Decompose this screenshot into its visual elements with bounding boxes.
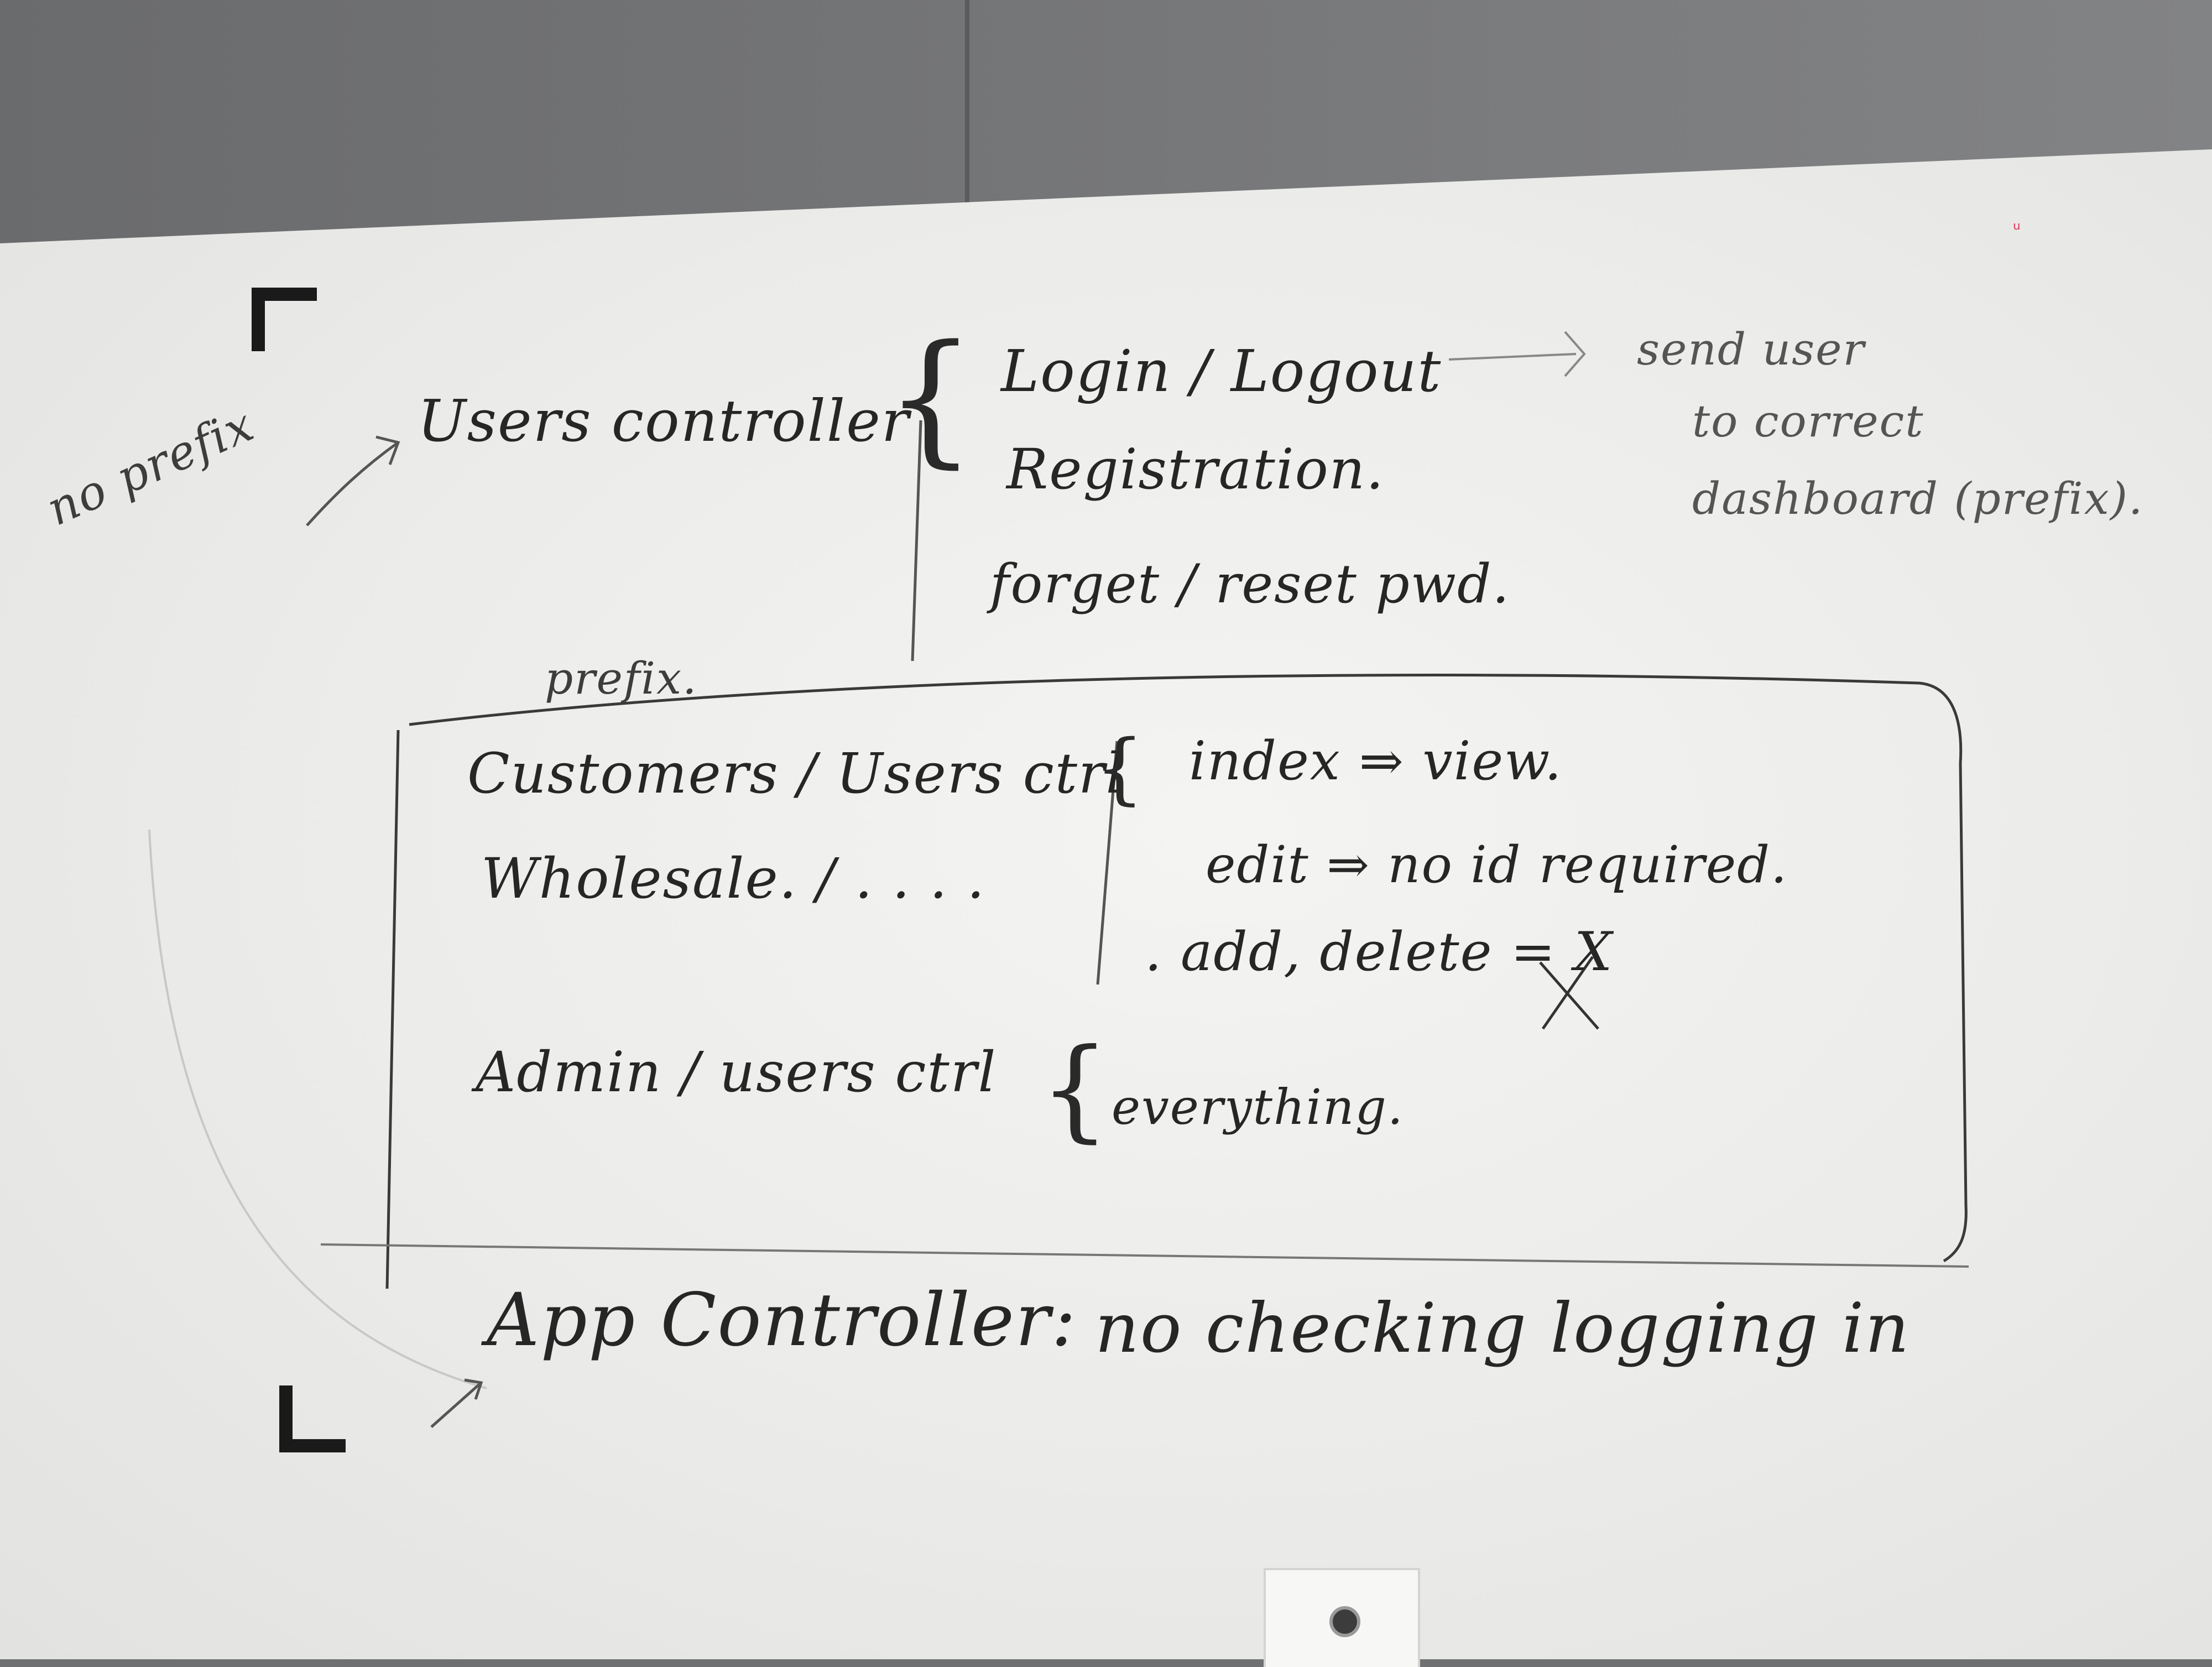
customers-users-ctrl-line: Customers / Users ctrl [467,741,1125,806]
app-controller-note: no checking logging in [1095,1289,1911,1368]
redirect-note-line-1: send user [1637,324,1865,375]
add-delete-action: . add, delete = X [1145,921,1614,983]
users-controller-heading: Users controller [418,387,910,455]
customer-actions-brace: { [1095,723,1145,814]
registration-action: Registration. [1006,437,1385,502]
edit-action: edit ⇒ no id required. [1206,835,1788,894]
wholesale-line: Wholesale. / . . . . [481,846,986,911]
admin-everything-action: everything. [1112,1079,1404,1135]
app-controller-heading: App Controller: [487,1278,1077,1363]
prefix-label: prefix. [545,653,698,704]
wall-outlet-plate [1264,1568,1420,1667]
admin-actions-brace: { [1040,1025,1110,1154]
wall-panel-seam [965,0,969,232]
redirect-note-line-2: to correct [1692,395,1924,447]
redirect-note-line-3: dashboard (prefix). [1692,473,2144,524]
index-action: index ⇒ view. [1189,730,1563,792]
login-logout-action: Login / Logout [1001,337,1442,405]
wall-outlet-socket [1329,1606,1360,1637]
users-controller-brace: { [885,315,977,482]
forget-reset-password-action: forget / reset pwd. [990,553,1510,615]
whiteboard [0,149,2212,1659]
admin-users-ctrl-line: Admin / users ctrl [476,1040,997,1105]
